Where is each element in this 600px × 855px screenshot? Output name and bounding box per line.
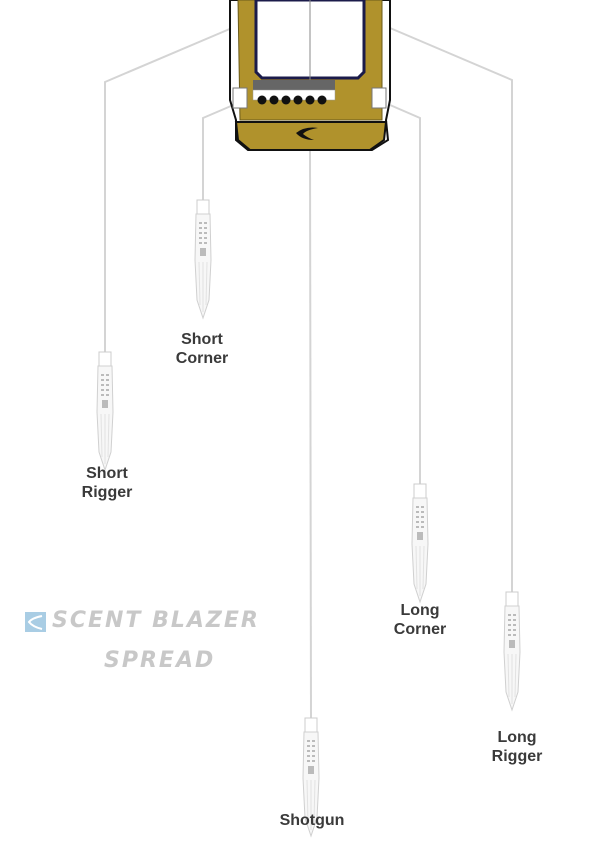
label-short-corner: Short Corner: [176, 330, 228, 368]
line-short-corner: [202, 102, 239, 200]
line-shotgun: [309, 149, 312, 721]
lure-long-corner: [411, 483, 429, 603]
label-long-rigger: Long Rigger: [492, 728, 543, 766]
label-line: Short: [86, 465, 128, 482]
label-line: Long: [497, 729, 537, 746]
label-shotgun: Shotgun: [280, 811, 345, 830]
boat-icon: [229, 0, 391, 151]
label-long-corner: Long Corner: [394, 601, 446, 639]
logo-badge-icon: [25, 612, 46, 632]
label-line: Long: [400, 602, 440, 619]
label-short-rigger: Short Rigger: [82, 464, 133, 502]
logo-subtitle: SPREAD: [104, 648, 216, 673]
lure-short-rigger: [96, 351, 114, 471]
label-line: Corner: [175, 350, 229, 367]
logo-title: SCENT BLAZER: [52, 608, 260, 633]
lure-long-rigger: [503, 591, 521, 711]
label-line: Rigger: [81, 484, 133, 501]
label-line: Corner: [393, 621, 447, 638]
label-line: Short: [181, 331, 223, 348]
label-line: Shotgun: [279, 812, 345, 829]
line-long-corner: [389, 104, 421, 485]
label-line: Rigger: [491, 748, 543, 765]
line-long-rigger: [389, 27, 513, 592]
line-short-rigger: [104, 27, 233, 355]
lure-short-corner: [194, 199, 212, 319]
